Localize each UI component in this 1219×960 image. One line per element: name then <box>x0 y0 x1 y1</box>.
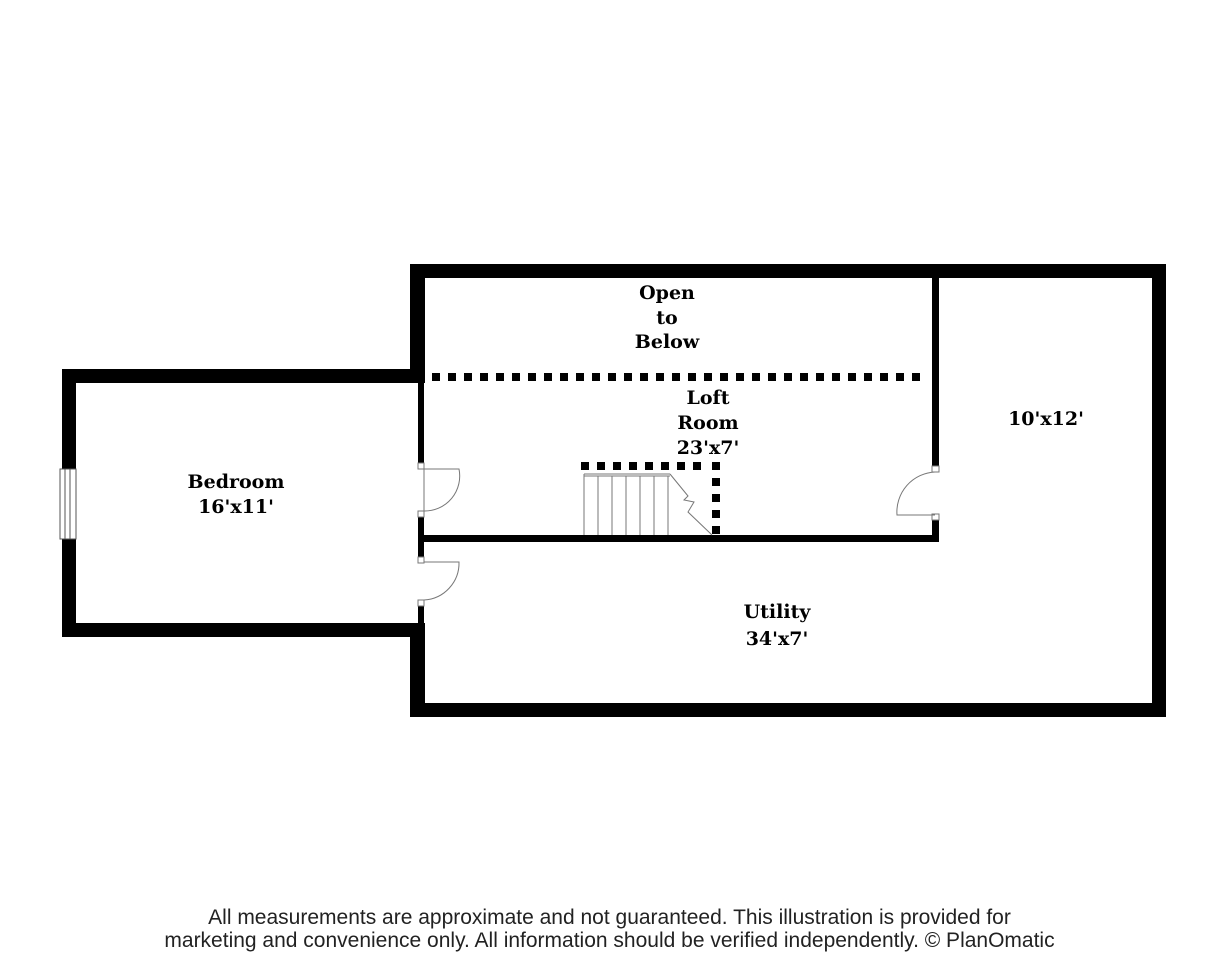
bedroom-left-wall-upper <box>62 369 76 469</box>
main-right-wall <box>1152 264 1166 717</box>
loft-room-dimensions: 23'x7' <box>677 437 740 459</box>
loft-right-wall-lower <box>932 517 939 542</box>
bedroom-top-wall <box>62 369 425 383</box>
loft-room-label-line-1: Loft <box>687 387 730 409</box>
disclaimer-line-1: All measurements are approximate and not… <box>208 906 1011 929</box>
loft-utility-wall <box>424 535 939 542</box>
loft-room-label-line-2: Room <box>677 412 738 434</box>
disclaimer: All measurements are approximate and not… <box>0 906 1219 952</box>
bedroom-loft-wall-upper <box>418 383 424 463</box>
stair-opening-boundary <box>581 462 720 534</box>
unnamed-room-dimensions: 10'x12' <box>1008 408 1084 430</box>
utility-dimensions: 34'x7' <box>746 628 809 650</box>
disclaimer-line-2: marketing and convenience only. All info… <box>164 929 1055 952</box>
open-to-below-label-line-1: Open <box>639 282 695 304</box>
open-to-below-label-line-2: to <box>656 307 677 329</box>
bedroom-left-wall-lower <box>62 539 76 637</box>
bedroom-utility-door <box>417 556 460 607</box>
main-bottom-wall <box>410 703 1166 717</box>
open-to-below-label-line-3: Below <box>635 331 700 353</box>
main-top-wall <box>410 264 1166 278</box>
bedroom-window <box>59 468 77 540</box>
main-left-wall-upper <box>410 264 425 383</box>
open-to-below-boundary <box>432 373 920 381</box>
loft-closet-door <box>896 465 940 521</box>
bedroom-dimensions: 16'x11' <box>198 496 274 518</box>
bedroom-loft-wall-mid <box>418 517 424 557</box>
exterior-walls <box>62 264 1166 717</box>
utility-label: Utility <box>744 601 812 623</box>
staircase <box>583 473 713 536</box>
interior-walls <box>418 278 939 623</box>
bedroom-loft-door <box>417 462 461 518</box>
doors <box>417 462 940 607</box>
room-labels: Open to Below Loft Room 23'x7' Bedroom 1… <box>188 282 1084 650</box>
bedroom-utility-wall-lower <box>418 606 424 623</box>
bedroom-bottom-wall <box>62 623 425 637</box>
loft-right-wall-upper <box>932 278 939 466</box>
main-left-wall-lower <box>410 623 425 717</box>
bedroom-label: Bedroom <box>188 471 285 493</box>
